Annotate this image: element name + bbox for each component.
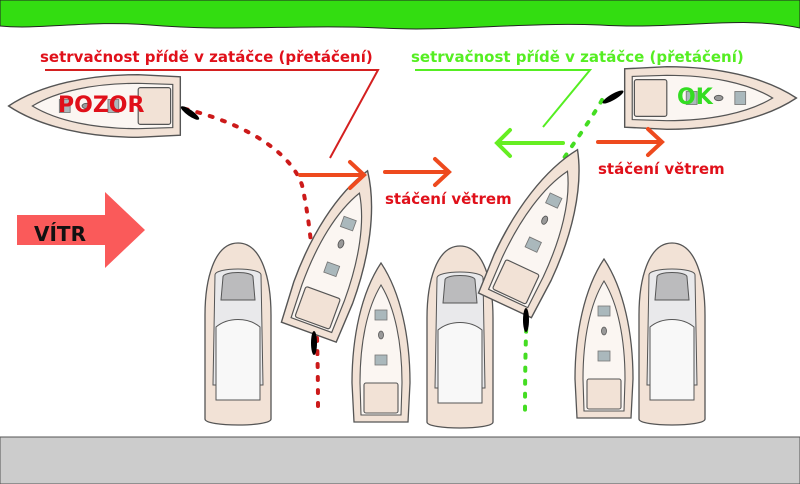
wind-drift-label: stáčení větrem [598,160,725,178]
ok-label: OK [677,85,714,110]
inertia-label-bad: setrvačnost přídě v zatáčce (přetáčení) [40,48,373,66]
inertia-arrow-icon [494,128,565,158]
shore [0,0,800,30]
turning-boat-good [475,135,607,320]
pier [0,436,800,484]
wind-arrow-icon [17,192,145,268]
drift-arrow-icon [298,127,665,190]
moored-sailboat [574,258,634,419]
moored-motorboat [426,245,494,429]
rudder-icon [311,331,317,355]
warning-label: POZOR [58,93,144,118]
good-leader-line [415,69,593,128]
inertia-label-good: setrvačnost přídě v zatáčce (přetáčení) [411,48,744,66]
wind-label: VÍTR [34,222,86,246]
wind-drift-label: stáčení větrem [385,190,512,208]
moored-motorboat [204,242,272,426]
rudder-icon [602,90,624,104]
moored-sailboat [351,262,411,423]
rudder-icon [523,308,529,332]
rudder-icon [180,106,200,120]
moored-motorboat [638,242,706,426]
bad-leader-line [45,69,380,159]
